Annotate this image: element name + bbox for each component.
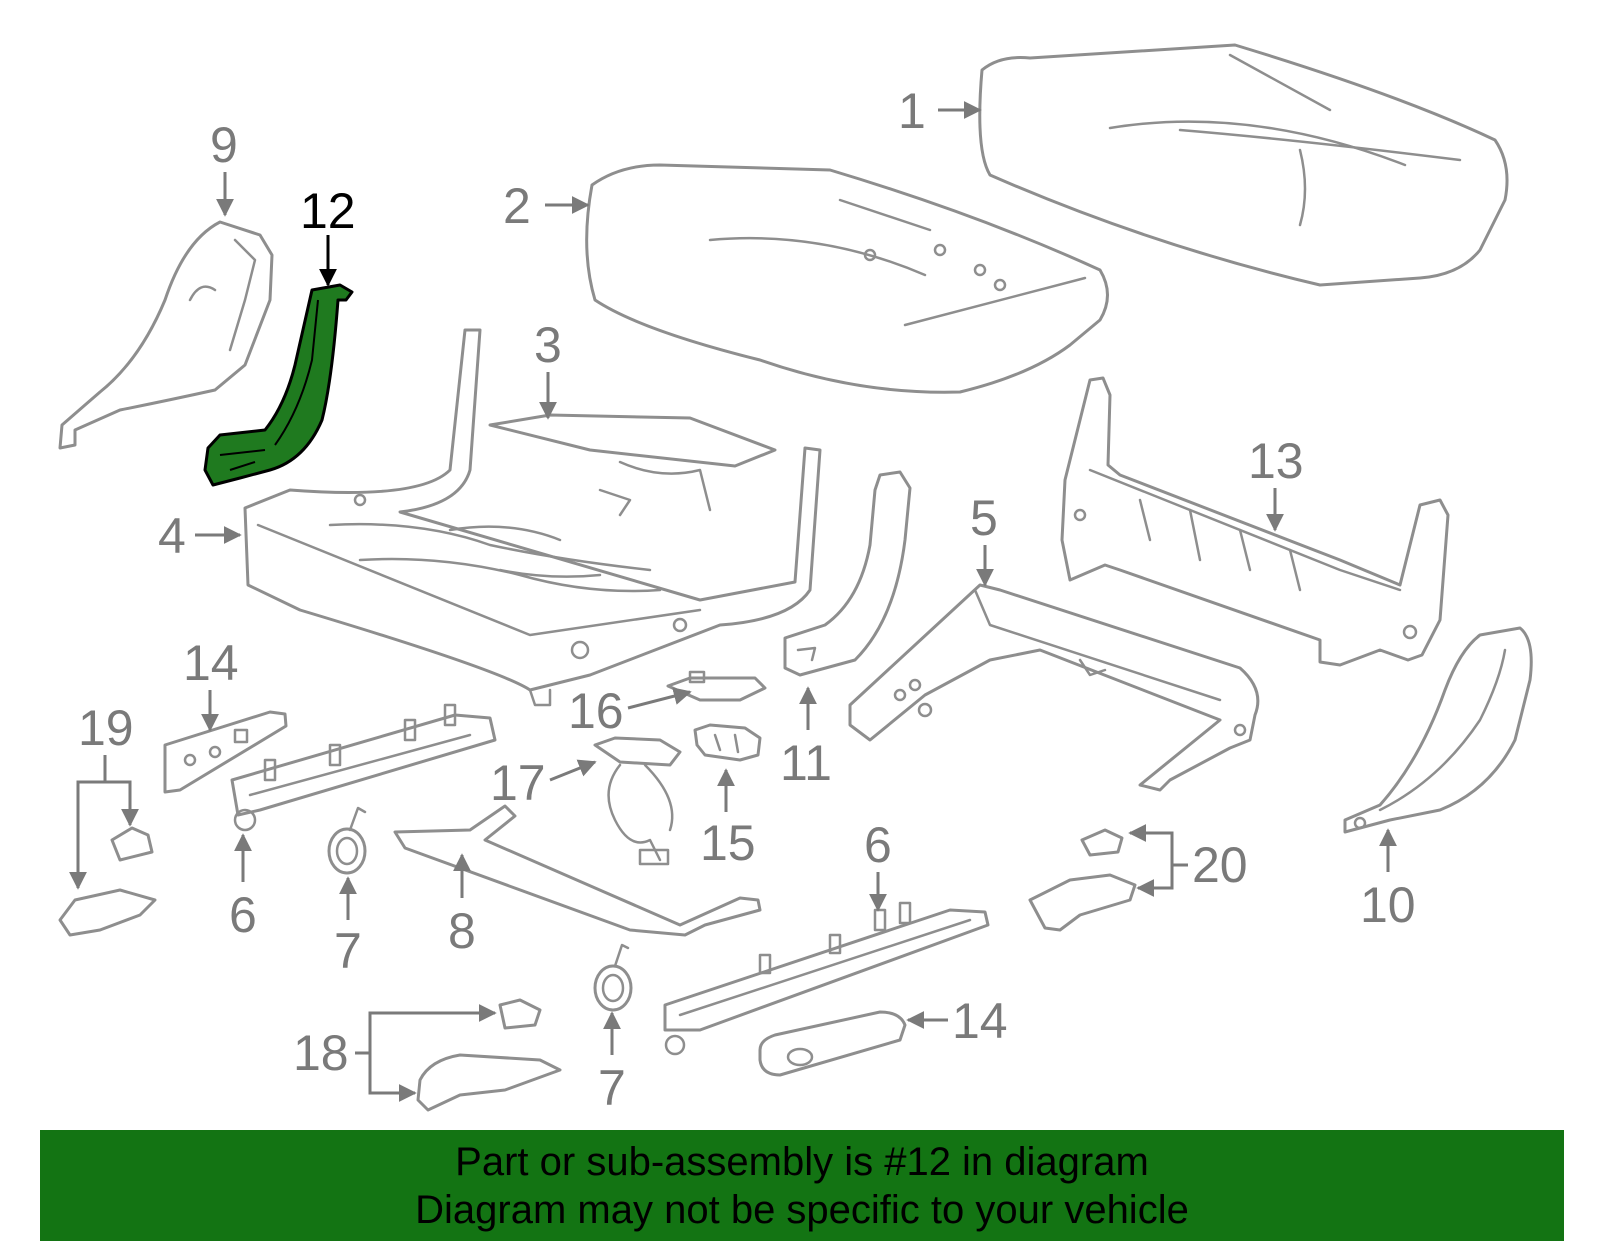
parts-diagram: 1 2 3 4 5 6 6 7 7 8 9 10 11 12 13 14 14 … (58, 43, 1533, 1116)
part-12-highlighted-trim[interactable] (203, 283, 354, 487)
part-19-covers[interactable] (58, 826, 157, 937)
callout-4[interactable]: 4 (158, 508, 186, 564)
callout-12[interactable]: 12 (300, 183, 356, 239)
part-7-spring-lower[interactable] (593, 943, 633, 1012)
banner-line-disclaimer: Diagram may not be specific to your vehi… (415, 1187, 1189, 1232)
part-11-inner-trim[interactable] (783, 470, 912, 677)
info-banner: Part or sub-assembly is #12 in diagram D… (40, 1130, 1564, 1241)
callout-10[interactable]: 10 (1360, 877, 1416, 933)
part-20-covers[interactable] (1028, 828, 1137, 932)
part-16-plate[interactable] (666, 670, 767, 702)
part-1-cushion-cover[interactable] (978, 43, 1509, 287)
part-14-track-cover-left[interactable] (163, 710, 288, 794)
callout-9[interactable]: 9 (210, 117, 238, 173)
part-13-seat-back-frame[interactable] (1060, 376, 1450, 667)
callout-7-lower[interactable]: 7 (598, 1060, 626, 1116)
part-15-bracket[interactable] (693, 723, 762, 762)
banner-line-part: Part or sub-assembly is #12 in diagram (455, 1139, 1149, 1184)
part-9-side-shield[interactable] (58, 220, 274, 450)
part-4-seat-frame[interactable] (243, 328, 822, 707)
part-5-crossmember[interactable] (848, 583, 1260, 792)
callout-16[interactable]: 16 (568, 683, 624, 739)
part-10-side-shield[interactable] (1343, 626, 1533, 834)
callout-18[interactable]: 18 (293, 1025, 349, 1081)
part-17-harness[interactable] (593, 736, 682, 866)
callout-labels: 1 2 3 4 5 6 6 7 7 8 9 10 11 12 13 14 14 … (78, 83, 1416, 1116)
callout-20[interactable]: 20 (1192, 837, 1248, 893)
callout-17[interactable]: 17 (490, 755, 546, 811)
callout-8[interactable]: 8 (448, 903, 476, 959)
callout-6-right[interactable]: 6 (864, 817, 892, 873)
callout-19[interactable]: 19 (78, 700, 134, 756)
callout-5[interactable]: 5 (970, 490, 998, 546)
callout-1[interactable]: 1 (898, 83, 926, 139)
callout-13[interactable]: 13 (1248, 433, 1304, 489)
callout-arrows (69, 101, 1397, 1102)
callout-15[interactable]: 15 (700, 815, 756, 871)
part-6-track-left[interactable] (230, 703, 497, 832)
part-8-rod[interactable] (393, 804, 762, 937)
callout-3[interactable]: 3 (534, 317, 562, 373)
part-6-track-right[interactable] (663, 901, 990, 1056)
callout-14-left[interactable]: 14 (183, 635, 239, 691)
part-14-track-cover-right[interactable] (758, 1010, 907, 1077)
callout-7-upper[interactable]: 7 (334, 923, 362, 979)
part-18-covers[interactable] (416, 998, 562, 1112)
part-7-spring-upper[interactable] (327, 806, 367, 875)
callout-6-left[interactable]: 6 (229, 887, 257, 943)
callout-14-right[interactable]: 14 (952, 993, 1008, 1049)
callout-11[interactable]: 11 (780, 735, 832, 791)
part-2-cushion-pad[interactable] (585, 163, 1109, 394)
part-3-mat[interactable] (488, 413, 777, 517)
callout-2[interactable]: 2 (503, 178, 531, 234)
